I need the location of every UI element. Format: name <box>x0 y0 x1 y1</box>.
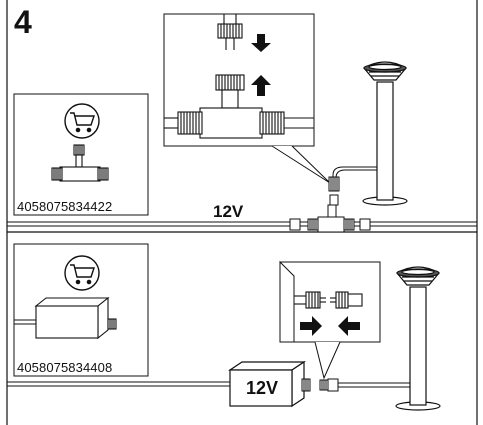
upper-bollard-lamp <box>362 61 408 206</box>
lower-shopping-cart-icon <box>64 255 100 291</box>
arrow-right-icon <box>300 316 322 336</box>
lower-transformer <box>228 360 306 408</box>
transformer-voltage-label: 12V <box>246 378 279 398</box>
arrow-down-icon <box>251 34 271 52</box>
lower-part-number: 4058075834408 <box>17 360 113 375</box>
step-number: 4 <box>14 4 32 40</box>
upper-lamp-cable <box>335 169 377 190</box>
upper-detail-callout <box>163 13 331 184</box>
lower-bollard-lamp <box>395 266 441 411</box>
upper-main-cable <box>7 221 477 227</box>
arrow-up-icon <box>251 75 271 96</box>
upper-t-connector-icon <box>51 144 109 182</box>
upper-part-number: 4058075834422 <box>17 199 113 214</box>
lower-main-cable <box>7 381 410 388</box>
upper-voltage-label: 12V <box>213 202 244 221</box>
arrow-left-icon <box>338 316 360 336</box>
lower-detail-callout <box>279 260 381 380</box>
lower-cable-plug <box>301 378 339 392</box>
diagram-frame <box>6 0 478 425</box>
upper-shopping-cart-icon <box>64 103 100 139</box>
upper-cable-t-connector <box>289 204 371 233</box>
upper-lamp-plug <box>328 176 340 206</box>
lower-transformer-icon <box>14 296 117 340</box>
